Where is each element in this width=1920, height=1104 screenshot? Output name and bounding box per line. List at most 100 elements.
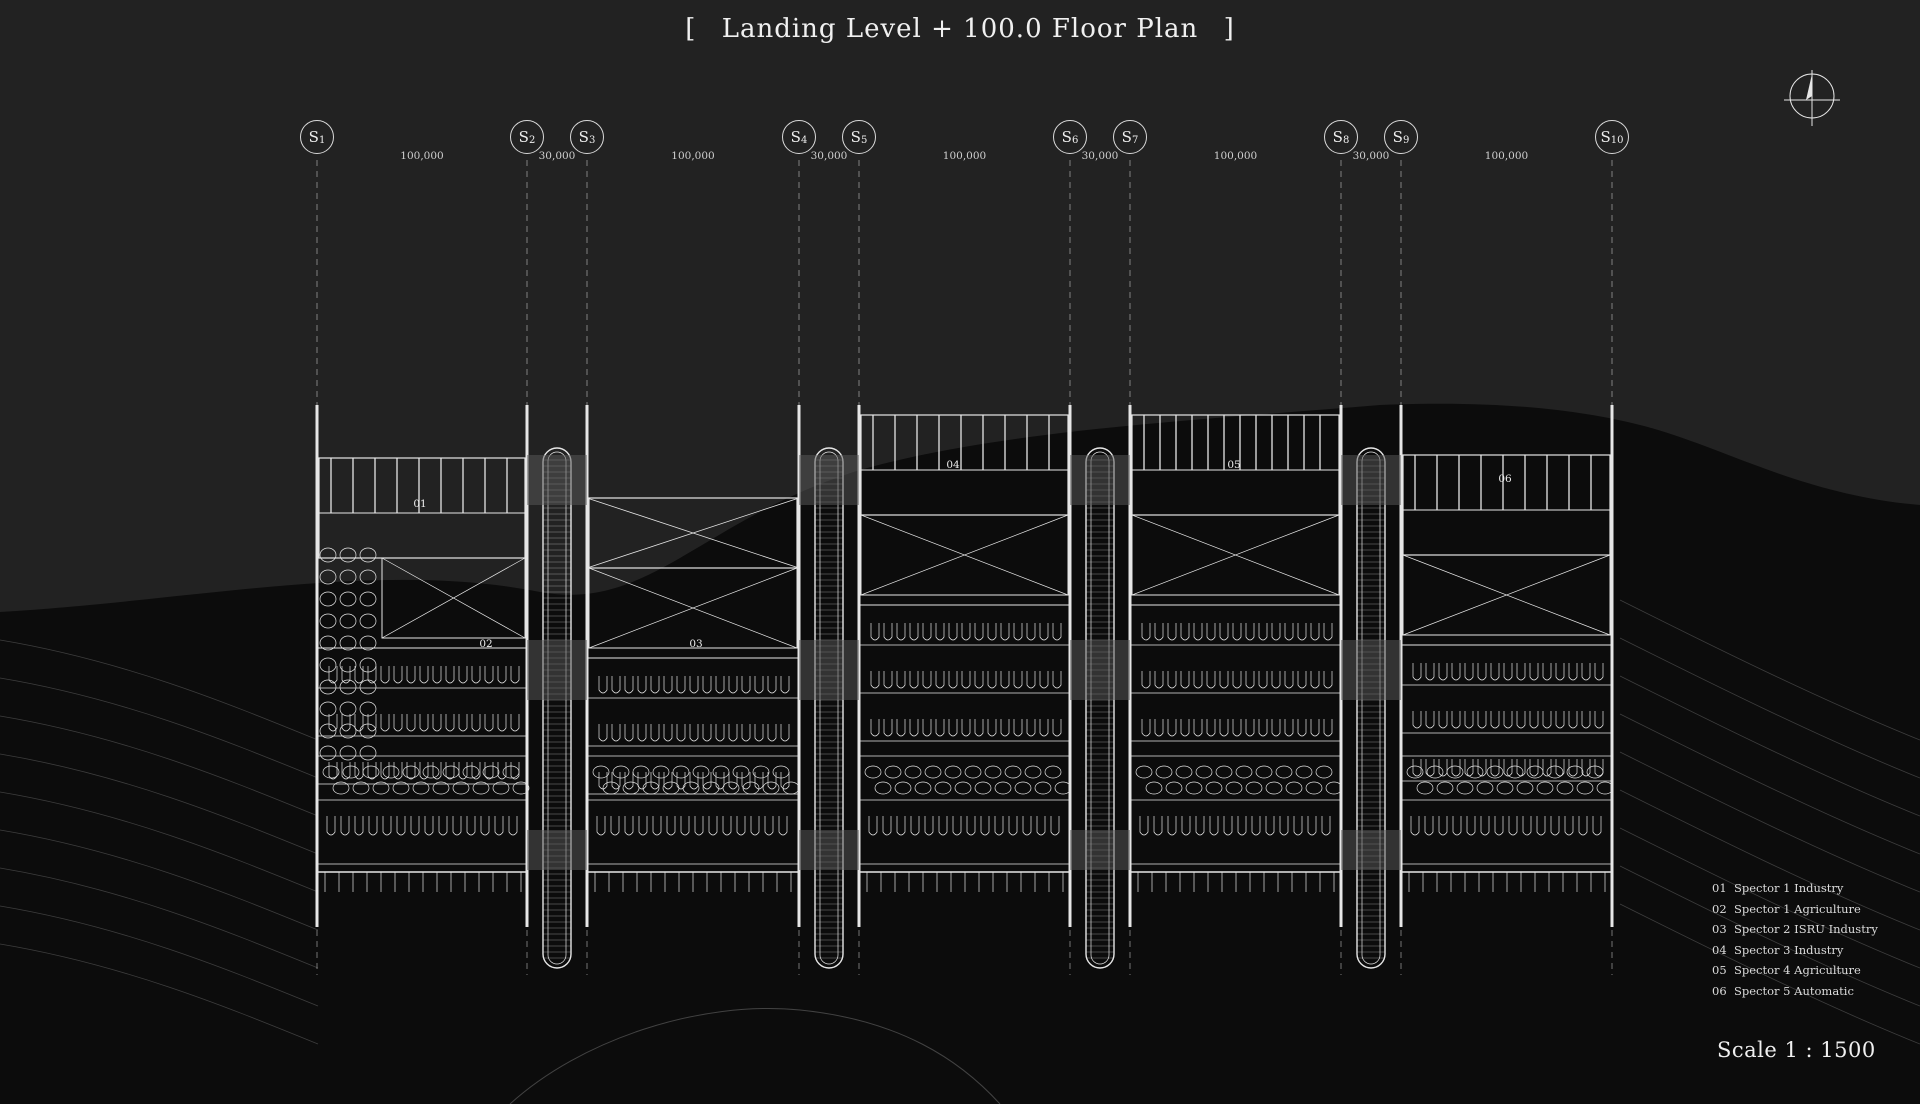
growth-module	[764, 816, 774, 836]
growth-module	[1581, 663, 1591, 681]
growth-module	[510, 666, 520, 684]
terrain-contours	[0, 599, 1920, 1104]
growth-module	[1529, 711, 1539, 729]
growth-module	[510, 714, 520, 732]
tank-module	[1165, 781, 1183, 795]
room-number-label: 03	[689, 638, 703, 650]
growth-module	[326, 816, 336, 836]
growth-module	[980, 816, 990, 836]
growth-module	[380, 714, 390, 732]
growth-module	[1232, 671, 1242, 689]
tank-module	[874, 781, 892, 795]
growth-module	[438, 816, 448, 836]
growth-module	[480, 816, 490, 836]
growth-module	[1050, 816, 1060, 836]
growth-module	[780, 676, 790, 694]
growth-module	[1232, 623, 1242, 641]
growth-module	[1438, 663, 1448, 681]
contour-line	[0, 639, 319, 741]
growth-module	[637, 724, 647, 742]
tank-module	[672, 765, 690, 779]
tank-module	[1285, 781, 1303, 795]
growth-module	[896, 671, 906, 689]
tank-module	[1315, 765, 1333, 779]
growth-module	[1412, 759, 1422, 777]
growth-module	[419, 762, 429, 780]
growth-module	[715, 724, 725, 742]
north-arrow-icon	[1784, 70, 1840, 126]
tank-module	[1004, 765, 1022, 779]
growth-module	[1451, 711, 1461, 729]
growth-module	[676, 676, 686, 694]
growth-module	[1412, 663, 1422, 681]
growth-module	[909, 719, 919, 737]
tank-module	[994, 781, 1012, 795]
transit-shaft	[1341, 447, 1401, 969]
growth-module	[689, 772, 699, 790]
growth-module	[1477, 759, 1487, 777]
growth-module	[1592, 816, 1602, 836]
growth-module	[750, 816, 760, 836]
growth-module	[354, 666, 364, 684]
growth-module	[494, 816, 504, 836]
growth-module	[452, 816, 462, 836]
tank-module	[592, 765, 610, 779]
growth-module	[896, 719, 906, 737]
growth-module	[1258, 623, 1268, 641]
growth-module	[432, 666, 442, 684]
north-arrow-point	[1806, 74, 1812, 100]
tank-module	[742, 781, 760, 795]
growth-module	[987, 719, 997, 737]
growth-module	[1503, 759, 1513, 777]
growth-module	[1503, 663, 1513, 681]
tank-module	[702, 781, 720, 795]
tank-module	[1436, 781, 1454, 795]
growth-module	[694, 816, 704, 836]
growth-module	[987, 623, 997, 641]
shaft-tube	[542, 447, 572, 969]
tank-module	[1024, 765, 1042, 779]
tank-module	[322, 765, 340, 779]
growth-module	[663, 772, 673, 790]
growth-module	[419, 714, 429, 732]
growth-module	[638, 816, 648, 836]
void-cross	[586, 497, 800, 569]
growth-module	[1052, 623, 1062, 641]
tank-module	[682, 781, 700, 795]
growth-module	[924, 816, 934, 836]
tank-module	[622, 781, 640, 795]
growth-module	[1258, 671, 1268, 689]
growth-module	[368, 816, 378, 836]
growth-module	[1013, 671, 1023, 689]
growth-module	[1180, 671, 1190, 689]
growth-module	[1154, 671, 1164, 689]
growth-module	[458, 714, 468, 732]
contour-line	[1619, 675, 1920, 817]
growth-module	[1000, 671, 1010, 689]
growth-module	[1284, 719, 1294, 737]
growth-module	[1522, 816, 1532, 836]
growth-module	[406, 666, 416, 684]
dimension-label: 100,000	[1484, 150, 1529, 162]
growth-module	[1550, 816, 1560, 836]
tank-module	[1185, 781, 1203, 795]
growth-module	[1412, 711, 1422, 729]
growth-module	[1410, 816, 1420, 836]
tank-module	[1145, 781, 1163, 795]
growth-module	[909, 623, 919, 641]
tank-module	[964, 765, 982, 779]
tank-module	[1516, 781, 1534, 795]
growth-module	[611, 724, 621, 742]
shaft-core	[547, 451, 567, 965]
growth-module	[1321, 816, 1331, 836]
tank-module	[662, 781, 680, 795]
growth-module	[1271, 623, 1281, 641]
growth-module	[909, 671, 919, 689]
growth-module	[1425, 759, 1435, 777]
tank-module	[339, 569, 357, 585]
